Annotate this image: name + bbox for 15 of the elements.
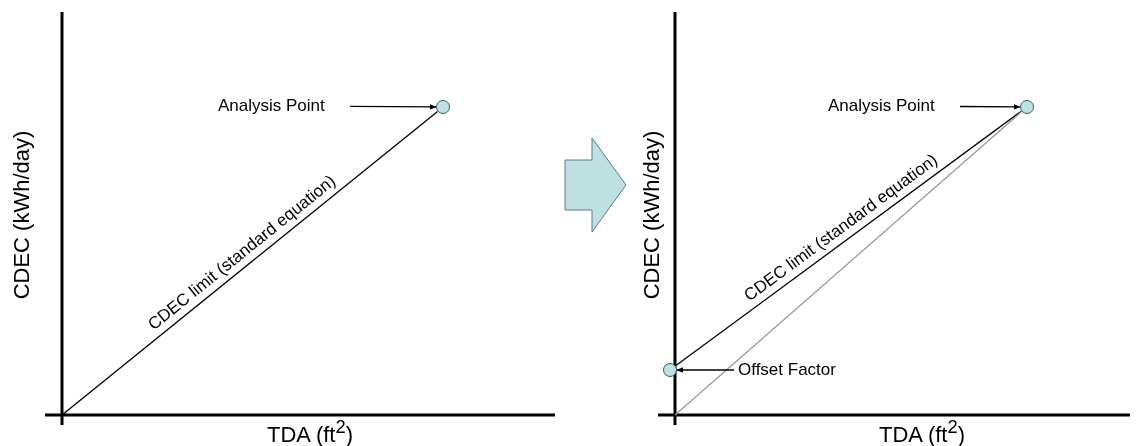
leader-arrow	[676, 367, 735, 373]
leader-arrow	[349, 104, 437, 110]
line	[61, 110, 439, 416]
leader-arrow	[959, 104, 1021, 110]
data-point-marker	[1020, 100, 1034, 114]
data-point-marker	[663, 363, 677, 377]
callout-text: Analysis Point	[828, 95, 935, 117]
data-point-marker	[436, 100, 450, 114]
callout-text: Analysis Point	[218, 95, 325, 117]
axis-title: CDEC (kWh/day)	[639, 130, 665, 300]
axis-title: TDA (ft$^{2}$)	[267, 416, 353, 446]
callout-text: Offset Factor	[738, 359, 836, 381]
axis-title: TDA (ft$^{2}$)	[879, 416, 965, 446]
line	[675, 110, 1022, 367]
axis-title: CDEC (kWh/day)	[9, 130, 35, 300]
